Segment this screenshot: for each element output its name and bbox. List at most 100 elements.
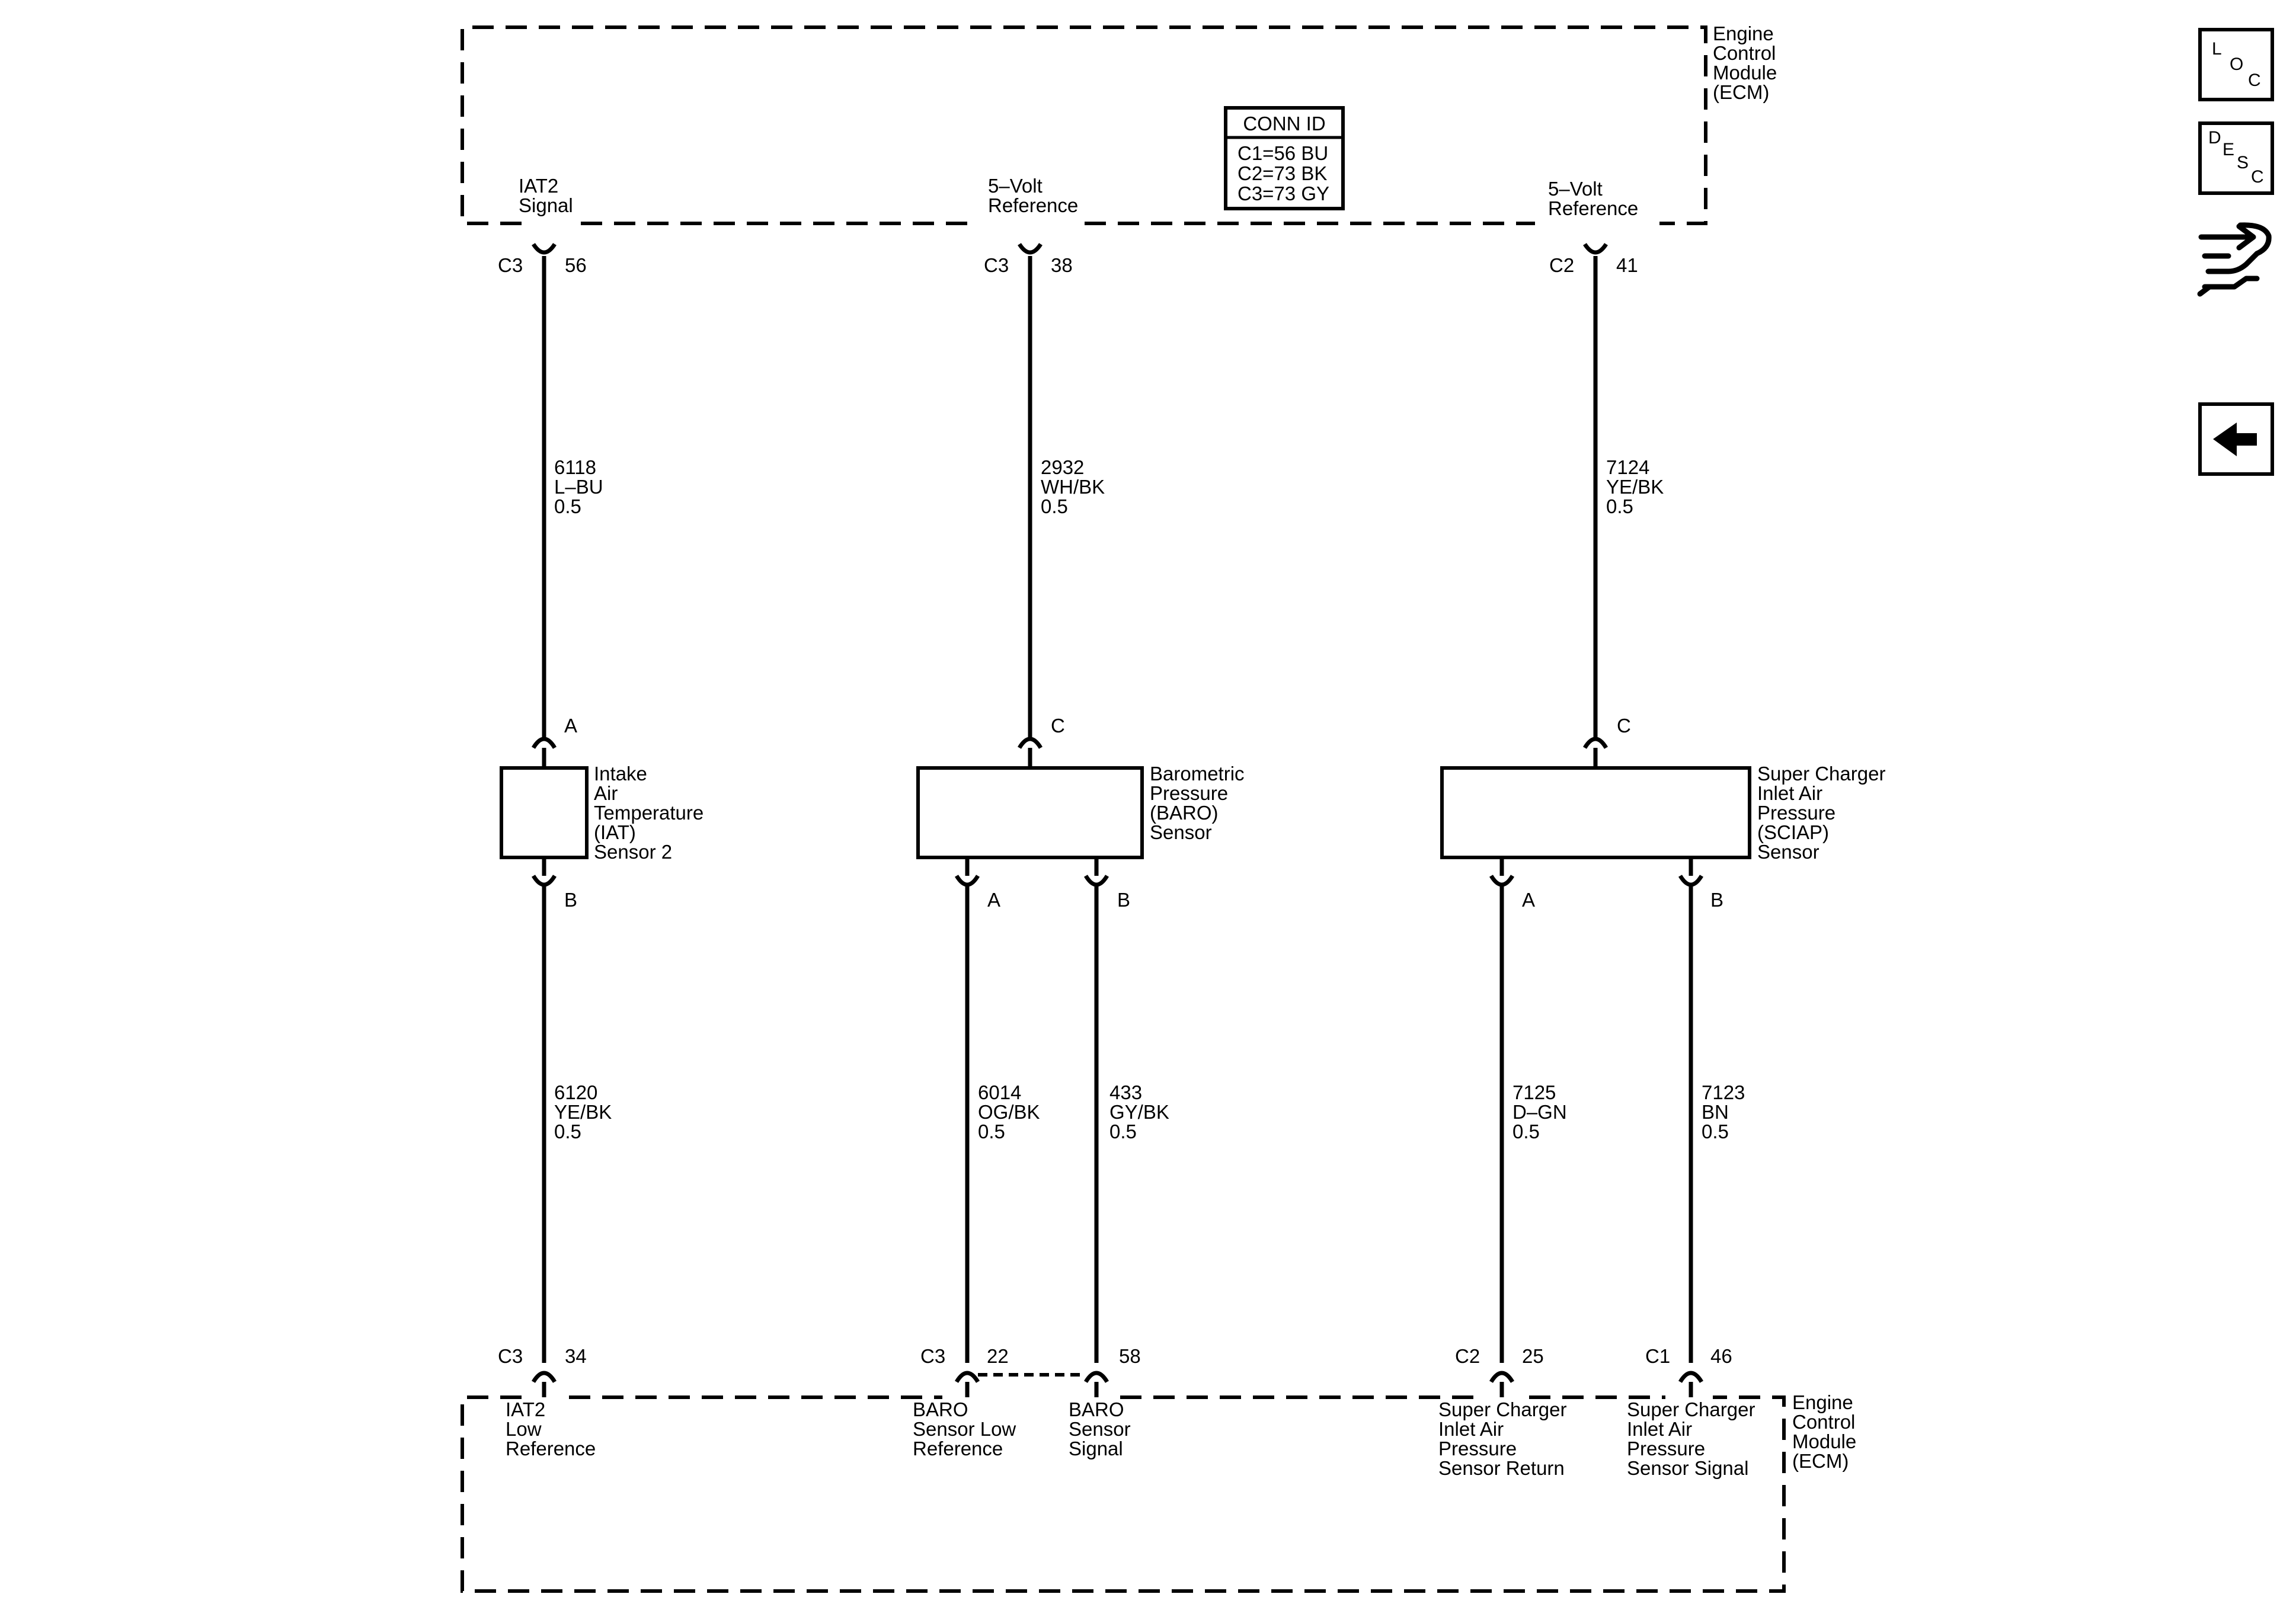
terminal-symbol bbox=[1489, 875, 1515, 887]
desc-button[interactable]: D E S C bbox=[2198, 121, 2274, 195]
terminal-symbol bbox=[1678, 1371, 1704, 1383]
terminal-symbol bbox=[1582, 737, 1609, 749]
terminal-symbols-top bbox=[531, 242, 1609, 749]
pin-number: 25 bbox=[1522, 1345, 1544, 1367]
conn-label: C3 bbox=[920, 1345, 945, 1367]
conn-label: C2 bbox=[1455, 1345, 1480, 1367]
back-button[interactable] bbox=[2198, 402, 2274, 476]
terminal-symbol bbox=[1083, 875, 1109, 887]
pin-number: 56 bbox=[565, 254, 587, 276]
sensor-name: Super Charger Inlet Air Pressure (SCIAP)… bbox=[1757, 763, 1891, 863]
terminal-symbol bbox=[532, 242, 557, 255]
terminal-symbol bbox=[531, 1371, 557, 1383]
ecm-top-module: Engine Control Module (ECM) bbox=[461, 23, 1777, 225]
sensor-pin-label: A bbox=[1522, 889, 1535, 911]
terminal-symbol bbox=[1017, 737, 1043, 749]
ecm-bottom-name: Engine Control Module (ECM) bbox=[1792, 1391, 1862, 1472]
conn-id-title: CONN ID bbox=[1243, 113, 1325, 135]
svg-text:E: E bbox=[2223, 140, 2234, 159]
loc-icon: L O C bbox=[2212, 39, 2261, 90]
terminal-symbol bbox=[954, 1371, 980, 1383]
conn-id-box: CONN ID C1=56 BU C2=73 BK C3=73 GY bbox=[1224, 106, 1345, 210]
svg-text:D: D bbox=[2208, 128, 2221, 148]
sensor-name: Barometric Pressure (BARO) Sensor bbox=[1150, 763, 1250, 843]
conn-label: C1 bbox=[1645, 1345, 1670, 1367]
pin-number: 46 bbox=[1710, 1345, 1732, 1367]
pin-number: 41 bbox=[1616, 254, 1638, 276]
conn-label: C2 bbox=[1549, 254, 1574, 276]
ecm-bottom-boundary bbox=[461, 1395, 1786, 1593]
sensor-pin-label: C bbox=[1617, 715, 1631, 737]
pin-number: 38 bbox=[1051, 254, 1073, 276]
terminal-symbol bbox=[954, 875, 980, 887]
terminal-symbol bbox=[1678, 875, 1704, 887]
sensor-pin-label: A bbox=[987, 889, 1000, 911]
connector-button[interactable] bbox=[2197, 222, 2272, 297]
connector-icon bbox=[2197, 222, 2272, 297]
terminal-symbol bbox=[1018, 242, 1043, 255]
conn-label: C3 bbox=[984, 254, 1009, 276]
sensor-name: Intake Air Temperature (IAT) Sensor 2 bbox=[594, 763, 709, 863]
terminal-symbols-bottom bbox=[531, 1371, 1704, 1397]
svg-text:O: O bbox=[2230, 55, 2243, 74]
pin-number: 34 bbox=[565, 1345, 587, 1367]
conn-id-line: C1=56 BU bbox=[1237, 142, 1328, 164]
terminal-symbol bbox=[531, 875, 557, 887]
terminal-symbol bbox=[531, 737, 557, 749]
sensor-pin-label: A bbox=[564, 715, 577, 737]
sensor-pin-label: B bbox=[1710, 889, 1723, 911]
conn-label: C3 bbox=[498, 254, 523, 276]
ecm-top-boundary bbox=[461, 25, 1707, 225]
conn-id-line: C2=73 BK bbox=[1237, 162, 1327, 184]
sensor-pin-label: C bbox=[1051, 715, 1065, 737]
terminal-symbol bbox=[1583, 242, 1608, 255]
sensor-pin-label: B bbox=[1117, 889, 1130, 911]
sensor-stubs bbox=[542, 748, 1693, 876]
svg-text:L: L bbox=[2212, 39, 2222, 59]
conn-label: C3 bbox=[498, 1345, 523, 1367]
pin-number: 22 bbox=[987, 1345, 1009, 1367]
baro-sensor: Barometric Pressure (BARO) Sensor bbox=[916, 763, 1250, 859]
conn-id-line: C3=73 GY bbox=[1237, 183, 1329, 204]
desc-icon: D E S C bbox=[2208, 128, 2264, 187]
loc-button[interactable]: L O C bbox=[2198, 28, 2274, 101]
svg-text:C: C bbox=[2248, 71, 2261, 90]
terminal-symbol bbox=[1489, 1371, 1515, 1383]
sensor-pin-label: B bbox=[564, 889, 577, 911]
ecm-bottom-module: Engine Control Module (ECM) bbox=[461, 1391, 1862, 1593]
pin-number: 58 bbox=[1119, 1345, 1141, 1367]
terminal-symbols-sensor-bottom bbox=[531, 875, 1704, 887]
svg-text:S: S bbox=[2237, 153, 2249, 172]
terminal-symbol bbox=[1083, 1371, 1109, 1383]
